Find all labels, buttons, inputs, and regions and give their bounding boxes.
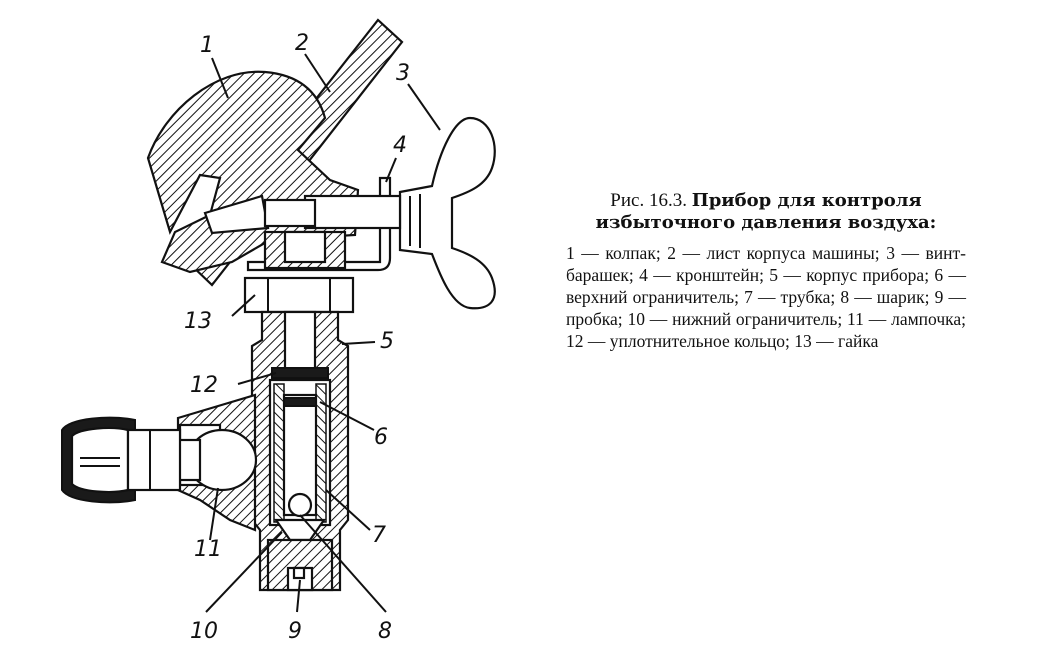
upper-fitting bbox=[263, 230, 347, 270]
label-9: 9 bbox=[288, 619, 302, 644]
label-4: 4 bbox=[393, 133, 407, 158]
part-number-labels: 1 2 3 4 5 6 7 8 9 10 11 12 13 bbox=[184, 31, 410, 644]
label-6: 6 bbox=[374, 425, 388, 450]
nut bbox=[243, 276, 355, 314]
caption-legend: 1 — колпак; 2 — лист корпуса машины; 3 —… bbox=[566, 243, 966, 351]
label-12: 12 bbox=[190, 373, 218, 398]
label-1: 1 bbox=[200, 33, 214, 58]
label-11: 11 bbox=[194, 537, 222, 562]
leader-lines bbox=[205, 53, 441, 613]
wing-screw bbox=[398, 116, 496, 310]
plug bbox=[266, 538, 334, 592]
device-drawing: 1 2 3 4 5 6 7 8 9 10 11 12 13 bbox=[61, 18, 496, 644]
ball bbox=[287, 492, 313, 518]
label-5: 5 bbox=[380, 329, 394, 354]
label-7: 7 bbox=[372, 523, 386, 548]
label-2: 2 bbox=[295, 31, 309, 56]
bracket bbox=[246, 176, 402, 272]
figure-caption: Рис. 16.3. Прибор для контроля избыточно… bbox=[566, 190, 966, 352]
sealing-ring bbox=[271, 367, 329, 379]
label-3: 3 bbox=[396, 61, 410, 86]
label-8: 8 bbox=[378, 619, 392, 644]
caption-prefix: Рис. 16.3. bbox=[610, 190, 692, 211]
connector bbox=[61, 416, 182, 504]
label-10: 10 bbox=[190, 619, 218, 644]
lamp bbox=[168, 428, 258, 492]
label-13: 13 bbox=[184, 309, 212, 334]
caption-heading: Прибор для контроля избыточного давления… bbox=[595, 190, 937, 233]
caption-title: Рис. 16.3. Прибор для контроля избыточно… bbox=[566, 190, 966, 234]
